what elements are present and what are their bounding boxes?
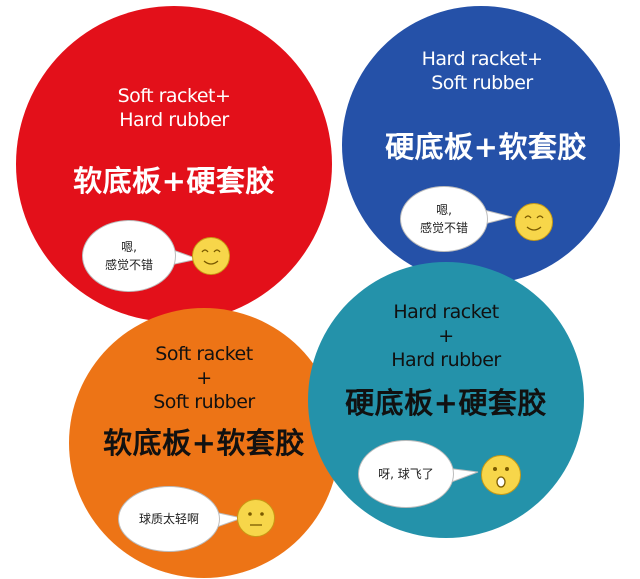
english-line: Soft rubber	[431, 72, 533, 94]
bubble-line: 感觉不错	[104, 258, 153, 272]
speech-bubble-red: 嗯, 感觉不错	[82, 220, 176, 292]
english-line: Hard rubber	[119, 109, 229, 131]
english-label-blue: Hard racket+ Soft rubber	[372, 47, 592, 95]
english-line: Soft rubber	[153, 391, 255, 413]
circle-soft-racket-hard-rubber	[16, 6, 332, 322]
english-line: +	[438, 325, 454, 347]
circle-hard-racket-soft-rubber	[342, 6, 620, 284]
chinese-label-red: 软底板+硬套胶	[73, 164, 275, 198]
chinese-label-teal: 硬底板+硬套胶	[345, 386, 547, 420]
speech-tail-orange	[214, 511, 244, 529]
speech-tail-teal	[446, 467, 479, 485]
bubble-line: 呀, 球飞了	[378, 467, 434, 481]
bubble-line: 嗯,	[436, 203, 452, 217]
chinese-label-orange: 软底板+软套胶	[103, 426, 305, 460]
english-line: Hard rubber	[391, 349, 501, 371]
english-label-red: Soft racket+ Hard rubber	[64, 84, 284, 132]
speech-bubble-blue: 嗯, 感觉不错	[400, 186, 488, 252]
english-line: Soft racket	[155, 343, 253, 365]
bubble-line: 球质太轻啊	[138, 512, 199, 526]
smiling-face-icon	[192, 237, 230, 275]
bubble-line: 感觉不错	[419, 221, 468, 235]
speech-bubble-teal: 呀, 球飞了	[358, 440, 454, 508]
neutral-face-icon	[237, 499, 275, 537]
surprised-face-icon	[481, 455, 521, 495]
speech-tail-blue	[480, 208, 513, 226]
speech-tail-red	[170, 248, 200, 266]
english-label-orange: Soft racket + Soft rubber	[94, 342, 314, 414]
english-line: +	[196, 367, 212, 389]
english-line: Soft racket+	[117, 85, 231, 107]
bubble-line: 嗯,	[121, 240, 137, 254]
chinese-label-blue: 硬底板+软套胶	[385, 130, 587, 164]
speech-bubble-orange: 球质太轻啊	[118, 486, 220, 552]
smiling-face-icon	[515, 203, 553, 241]
english-line: Hard racket	[393, 301, 499, 323]
english-line: Hard racket+	[421, 48, 543, 70]
english-label-teal: Hard racket + Hard rubber	[336, 300, 556, 372]
